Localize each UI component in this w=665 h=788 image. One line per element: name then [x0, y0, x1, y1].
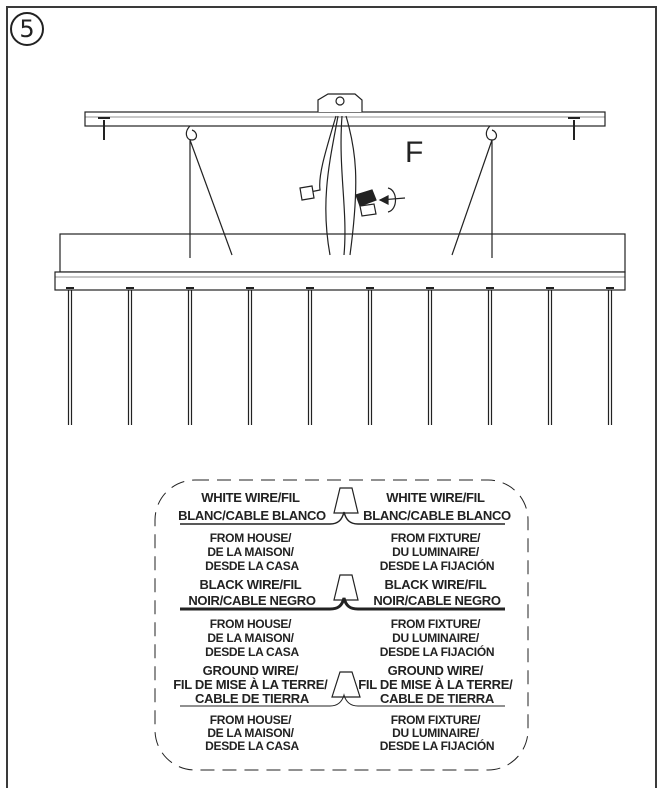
black-fixture-source-1: FROM FIXTURE/: [391, 617, 481, 631]
svg-text:FROM HOUSE/ DE LA MAISON/: FROM HOUSE/ DE LA MAISON/ DESDE LA CASA: [205, 531, 299, 573]
step-number-badge: 5: [10, 12, 44, 46]
white-house-source-2: DE LA MAISON/: [207, 545, 294, 559]
white-house-source-3: DESDE LA CASA: [205, 559, 299, 573]
ground-fixture-label-1: GROUND WIRE/: [388, 663, 484, 678]
ground-house-label-2: FIL DE MISE À LA TERRE/: [173, 677, 328, 692]
svg-text:FROM HOUSE/ DE LA MAISON/: FROM HOUSE/ DE LA MAISON/ DESDE LA CASA: [205, 617, 299, 659]
ground-fixture-label-3: CABLE DE TIERRA: [380, 691, 495, 706]
ground-fixture-label-2: FIL DE MISE À LA TERRE/: [358, 677, 513, 692]
svg-text:BLACK WIRE/FIL NOIR/CABLE: BLACK WIRE/FIL NOIR/CABLE NEGRO: [188, 577, 316, 608]
step-frame: [6, 6, 657, 788]
fixture-illustration: F: [54, 93, 626, 425]
ground-house-source-1: FROM HOUSE/: [210, 713, 292, 727]
black-fixture-source-2: DU LUMINAIRE/: [392, 631, 480, 645]
svg-text:FROM FIXTURE/ DU LUMINAIRE: FROM FIXTURE/ DU LUMINAIRE/ DESDE LA FIJ…: [380, 713, 494, 753]
svg-text:WHITE WIRE/FIL BLANC/CABLE: WHITE WIRE/FIL BLANC/CABLE BLANCO: [363, 490, 511, 523]
ground-house-label-1: GROUND WIRE/: [203, 663, 299, 678]
white-house-label-1: WHITE WIRE/FIL: [201, 490, 300, 505]
ground-house-source-3: DESDE LA CASA: [205, 739, 299, 753]
black-house-source-3: DESDE LA CASA: [205, 645, 299, 659]
ground-fixture-source-3: DESDE LA FIJACIÓN: [380, 738, 494, 753]
black-house-label-2: NOIR/CABLE NEGRO: [188, 593, 316, 608]
svg-text:FROM HOUSE/ DE LA MAISON/: FROM HOUSE/ DE LA MAISON/ DESDE LA CASA: [205, 713, 299, 753]
black-house-label-1: BLACK WIRE/FIL: [199, 577, 301, 592]
black-house-source-2: DE LA MAISON/: [207, 631, 294, 645]
ground-fixture-source-1: FROM FIXTURE/: [391, 713, 481, 727]
part-label-f: F: [405, 136, 423, 169]
white-fixture-label-2: BLANC/CABLE BLANCO: [363, 508, 511, 523]
svg-text:BLACK WIRE/FIL NOIR/CABLE: BLACK WIRE/FIL NOIR/CABLE NEGRO: [373, 577, 501, 608]
white-house-label-2: BLANC/CABLE BLANCO: [178, 508, 326, 523]
black-house-source-1: FROM HOUSE/: [210, 617, 292, 631]
svg-text:FROM FIXTURE/ DU LUMINAIRE: FROM FIXTURE/ DU LUMINAIRE/ DESDE LA FIJ…: [380, 617, 494, 659]
ground-house-label-3: CABLE DE TIERRA: [195, 691, 310, 706]
svg-text:FROM FIXTURE/ DU LUMINAIRE: FROM FIXTURE/ DU LUMINAIRE/ DESDE LA FIJ…: [380, 531, 494, 573]
white-fixture-source-3: DESDE LA FIJACIÓN: [380, 558, 494, 573]
ground-house-source-2: DE LA MAISON/: [207, 726, 294, 740]
black-fixture-source-3: DESDE LA FIJACIÓN: [380, 644, 494, 659]
white-house-source-1: FROM HOUSE/: [210, 531, 292, 545]
black-fixture-label-2: NOIR/CABLE NEGRO: [373, 593, 501, 608]
white-fixture-source-2: DU LUMINAIRE/: [392, 545, 480, 559]
svg-text:GROUND WIRE/ FIL DE MISE À: GROUND WIRE/ FIL DE MISE À LA TERRE/ CAB…: [358, 663, 515, 706]
svg-text:WHITE WIRE/FIL BLANC/CABLE: WHITE WIRE/FIL BLANC/CABLE BLANCO: [178, 490, 326, 523]
ground-fixture-source-2: DU LUMINAIRE/: [392, 726, 480, 740]
black-fixture-label-1: BLACK WIRE/FIL: [384, 577, 486, 592]
white-fixture-label-1: WHITE WIRE/FIL: [386, 490, 485, 505]
white-fixture-source-1: FROM FIXTURE/: [391, 531, 481, 545]
svg-text:GROUND WIRE/ FIL DE MISE À: GROUND WIRE/ FIL DE MISE À LA TERRE/ CAB…: [173, 663, 330, 706]
